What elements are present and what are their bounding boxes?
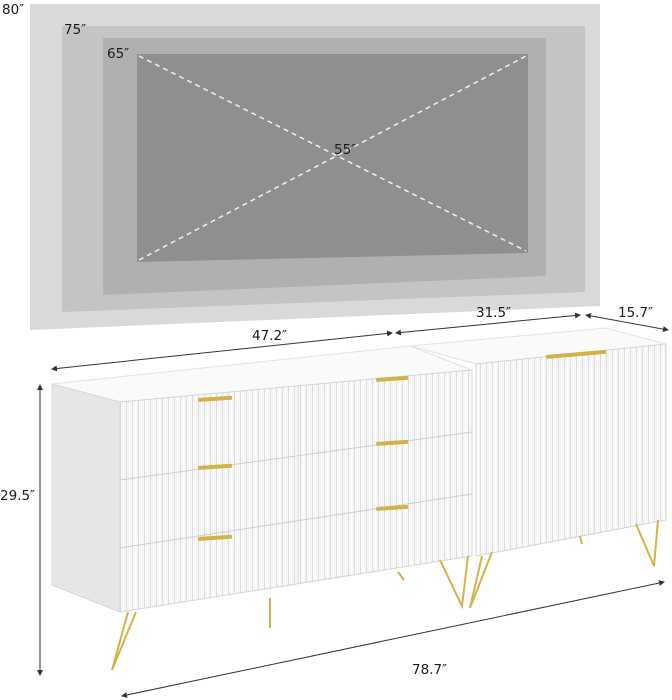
hairpin-legs	[469, 519, 659, 609]
tv-75-label: 75″	[64, 22, 87, 38]
hairpin-legs	[111, 555, 469, 671]
depth-label: 15.7″	[618, 305, 654, 321]
total-width-label: 78.7″	[412, 662, 448, 678]
single-door-cabinet	[409, 327, 667, 609]
dimension-lines	[37, 312, 669, 698]
diagonal-line	[138, 55, 527, 261]
tv-size-comparison	[30, 4, 600, 330]
right-width-label: 31.5″	[476, 305, 512, 321]
tv-55-label: 55″	[334, 142, 357, 158]
six-drawer-dresser	[51, 345, 473, 671]
diagonal-line	[138, 55, 527, 252]
tv-80-label: 80″	[2, 2, 25, 18]
gold-handle	[546, 349, 607, 359]
gold-handles	[198, 375, 409, 541]
tv-65-label: 65″	[107, 46, 130, 62]
height-label: 29.5″	[0, 488, 36, 504]
left-width-label: 47.2″	[252, 328, 288, 344]
